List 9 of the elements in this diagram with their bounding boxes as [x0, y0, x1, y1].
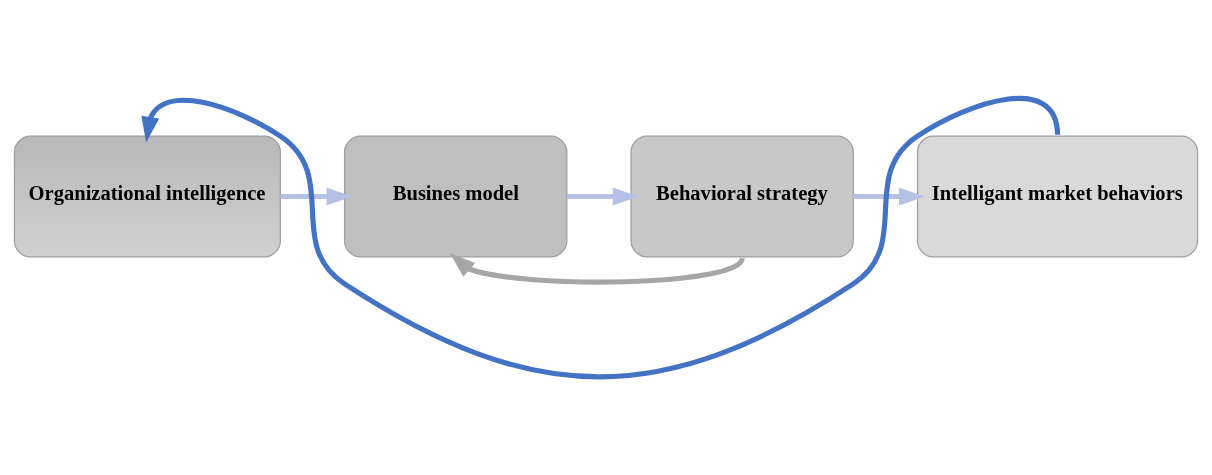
node-box: Organizational intelligence [13, 135, 281, 258]
node-box: Behavioral strategy [630, 135, 854, 258]
node-box: Busines model [343, 135, 568, 258]
node-box: Intelligant market behaviors [916, 135, 1199, 258]
arrow [853, 187, 925, 206]
arrow [280, 187, 353, 206]
arrow [141, 96, 1061, 380]
arrow [567, 187, 639, 206]
arrow [449, 253, 745, 285]
